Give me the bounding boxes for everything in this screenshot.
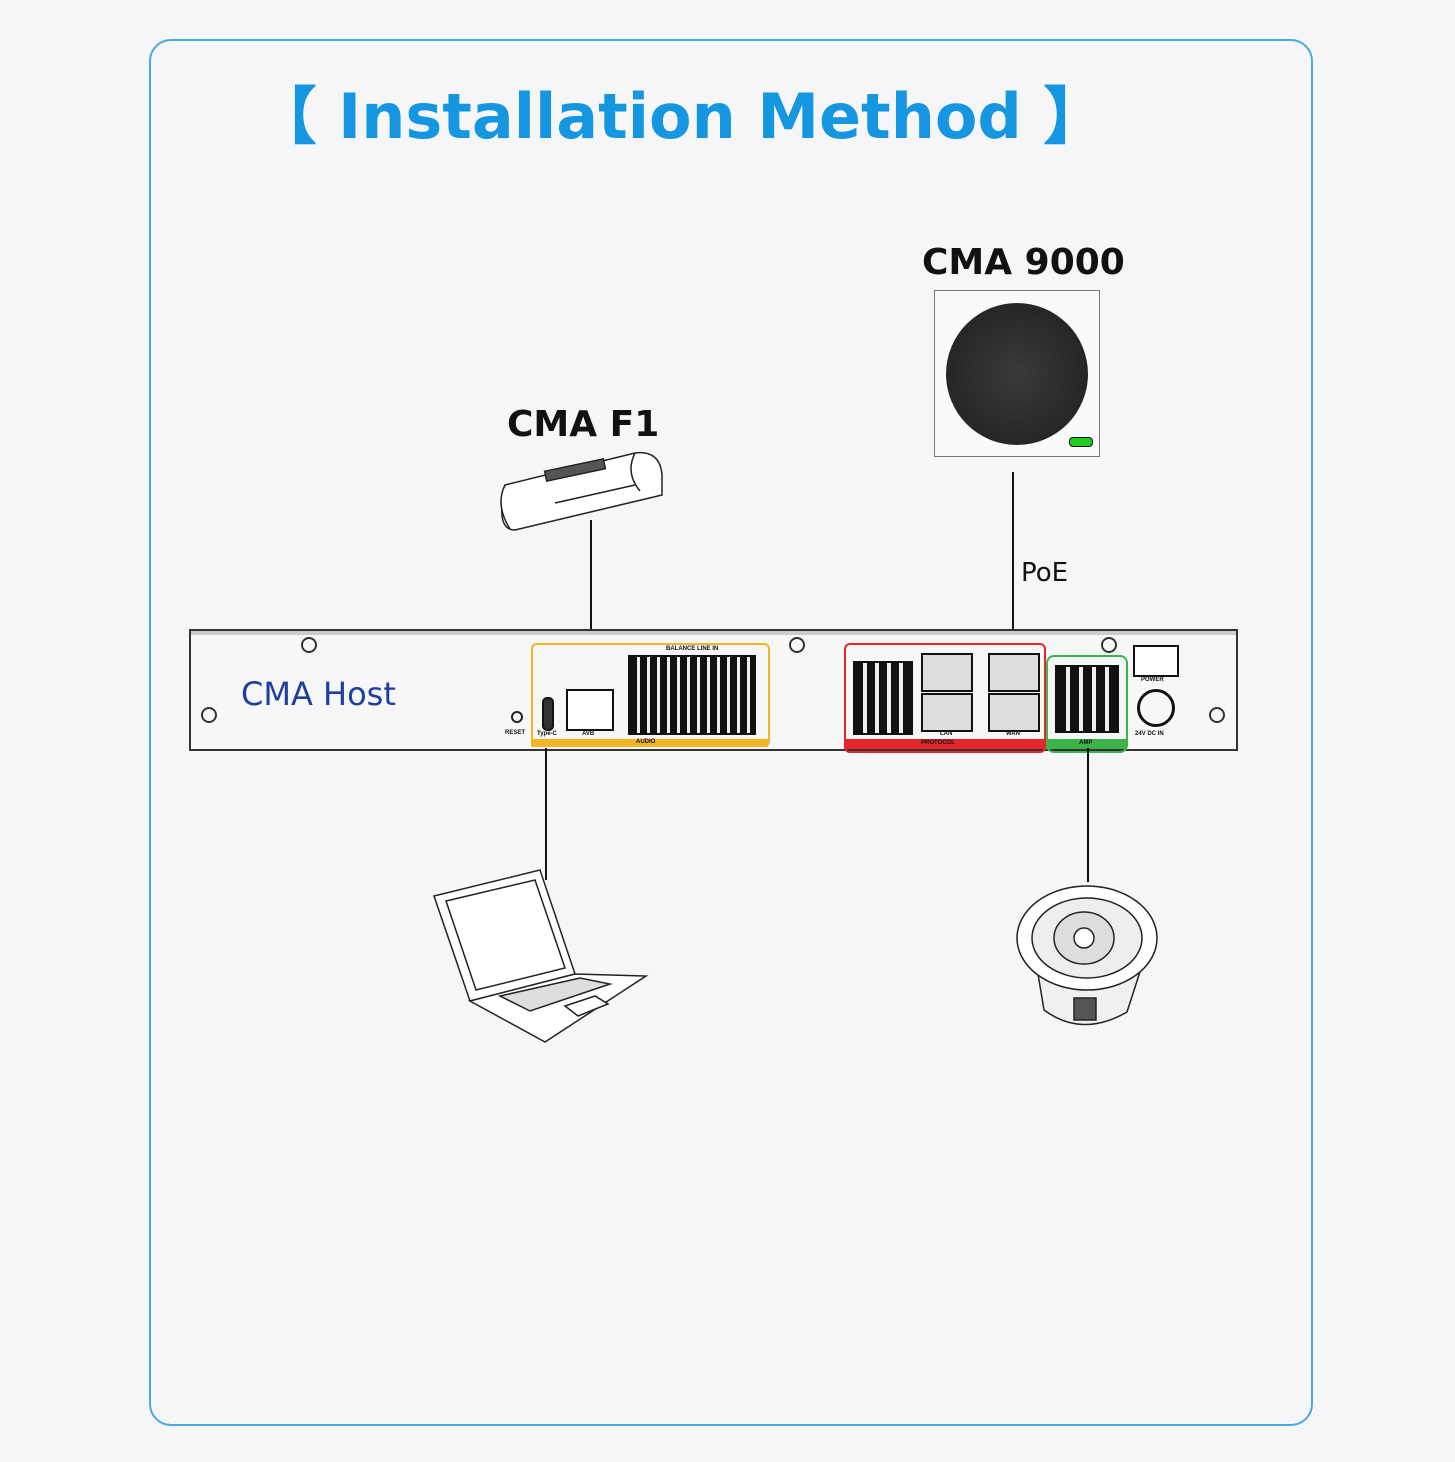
audio-label: AUDIO [636,739,656,745]
laptop-cable [545,748,547,880]
screw-icon [1101,637,1117,653]
lan-port-icon [921,653,973,692]
protocol-terminals-icon [853,661,913,735]
poe-cable [1012,472,1014,630]
protocol-bar [844,739,1044,749]
audio-bar [531,739,768,747]
power-label: POWER [1141,677,1164,683]
speaker-cable [1087,748,1089,882]
cma9000-device [934,290,1100,457]
host-label: CMA Host [241,675,396,713]
content-frame [149,39,1313,1426]
typec-port-icon [542,697,554,731]
screw-icon [789,637,805,653]
avb-label: AVB [582,731,595,737]
poe-label: PoE [1021,558,1069,588]
cma-host-device: CMA Host RESET AUDIO Type-C AVB BALANCE … [189,629,1238,753]
typec-label: Type-C [537,731,557,737]
cmaf1-label: CMA F1 [507,404,660,445]
cma9000-label: CMA 9000 [922,242,1125,283]
reset-button [511,711,523,723]
amp-label: AMP [1079,740,1093,746]
page-title: 【 Installation Method 】 [254,80,1106,153]
screw-icon [301,637,317,653]
balance-label: BALANCE LINE IN [666,646,719,652]
reset-label: RESET [505,730,526,736]
ceiling-speaker-icon [1016,885,1158,1026]
screw-icon [201,707,217,723]
dc-jack-icon [1137,689,1175,727]
wan-label: WAN [1006,731,1020,737]
power-switch [1133,645,1179,677]
wan-port-icon [988,693,1040,732]
amp-terminals-icon [1055,665,1119,733]
led-icon [1069,437,1093,447]
screw-icon [1209,707,1225,723]
laptop-icon [433,869,649,1043]
lan-port-icon [921,693,973,732]
audio-terminals-icon [628,655,756,735]
audio-zone [531,643,770,747]
amp-bar [1046,739,1126,749]
speaker-grille-icon [946,303,1088,445]
lan-label: LAN [940,731,953,737]
avb-port-icon [566,689,614,731]
protocol-zone [844,643,1046,753]
f1-cable [590,520,592,690]
cmaf1-device-icon [500,451,663,531]
wan-port-icon [988,653,1040,692]
protocol-label: PROTOCOL [921,740,955,746]
dc-label: 24V DC IN [1135,731,1164,737]
